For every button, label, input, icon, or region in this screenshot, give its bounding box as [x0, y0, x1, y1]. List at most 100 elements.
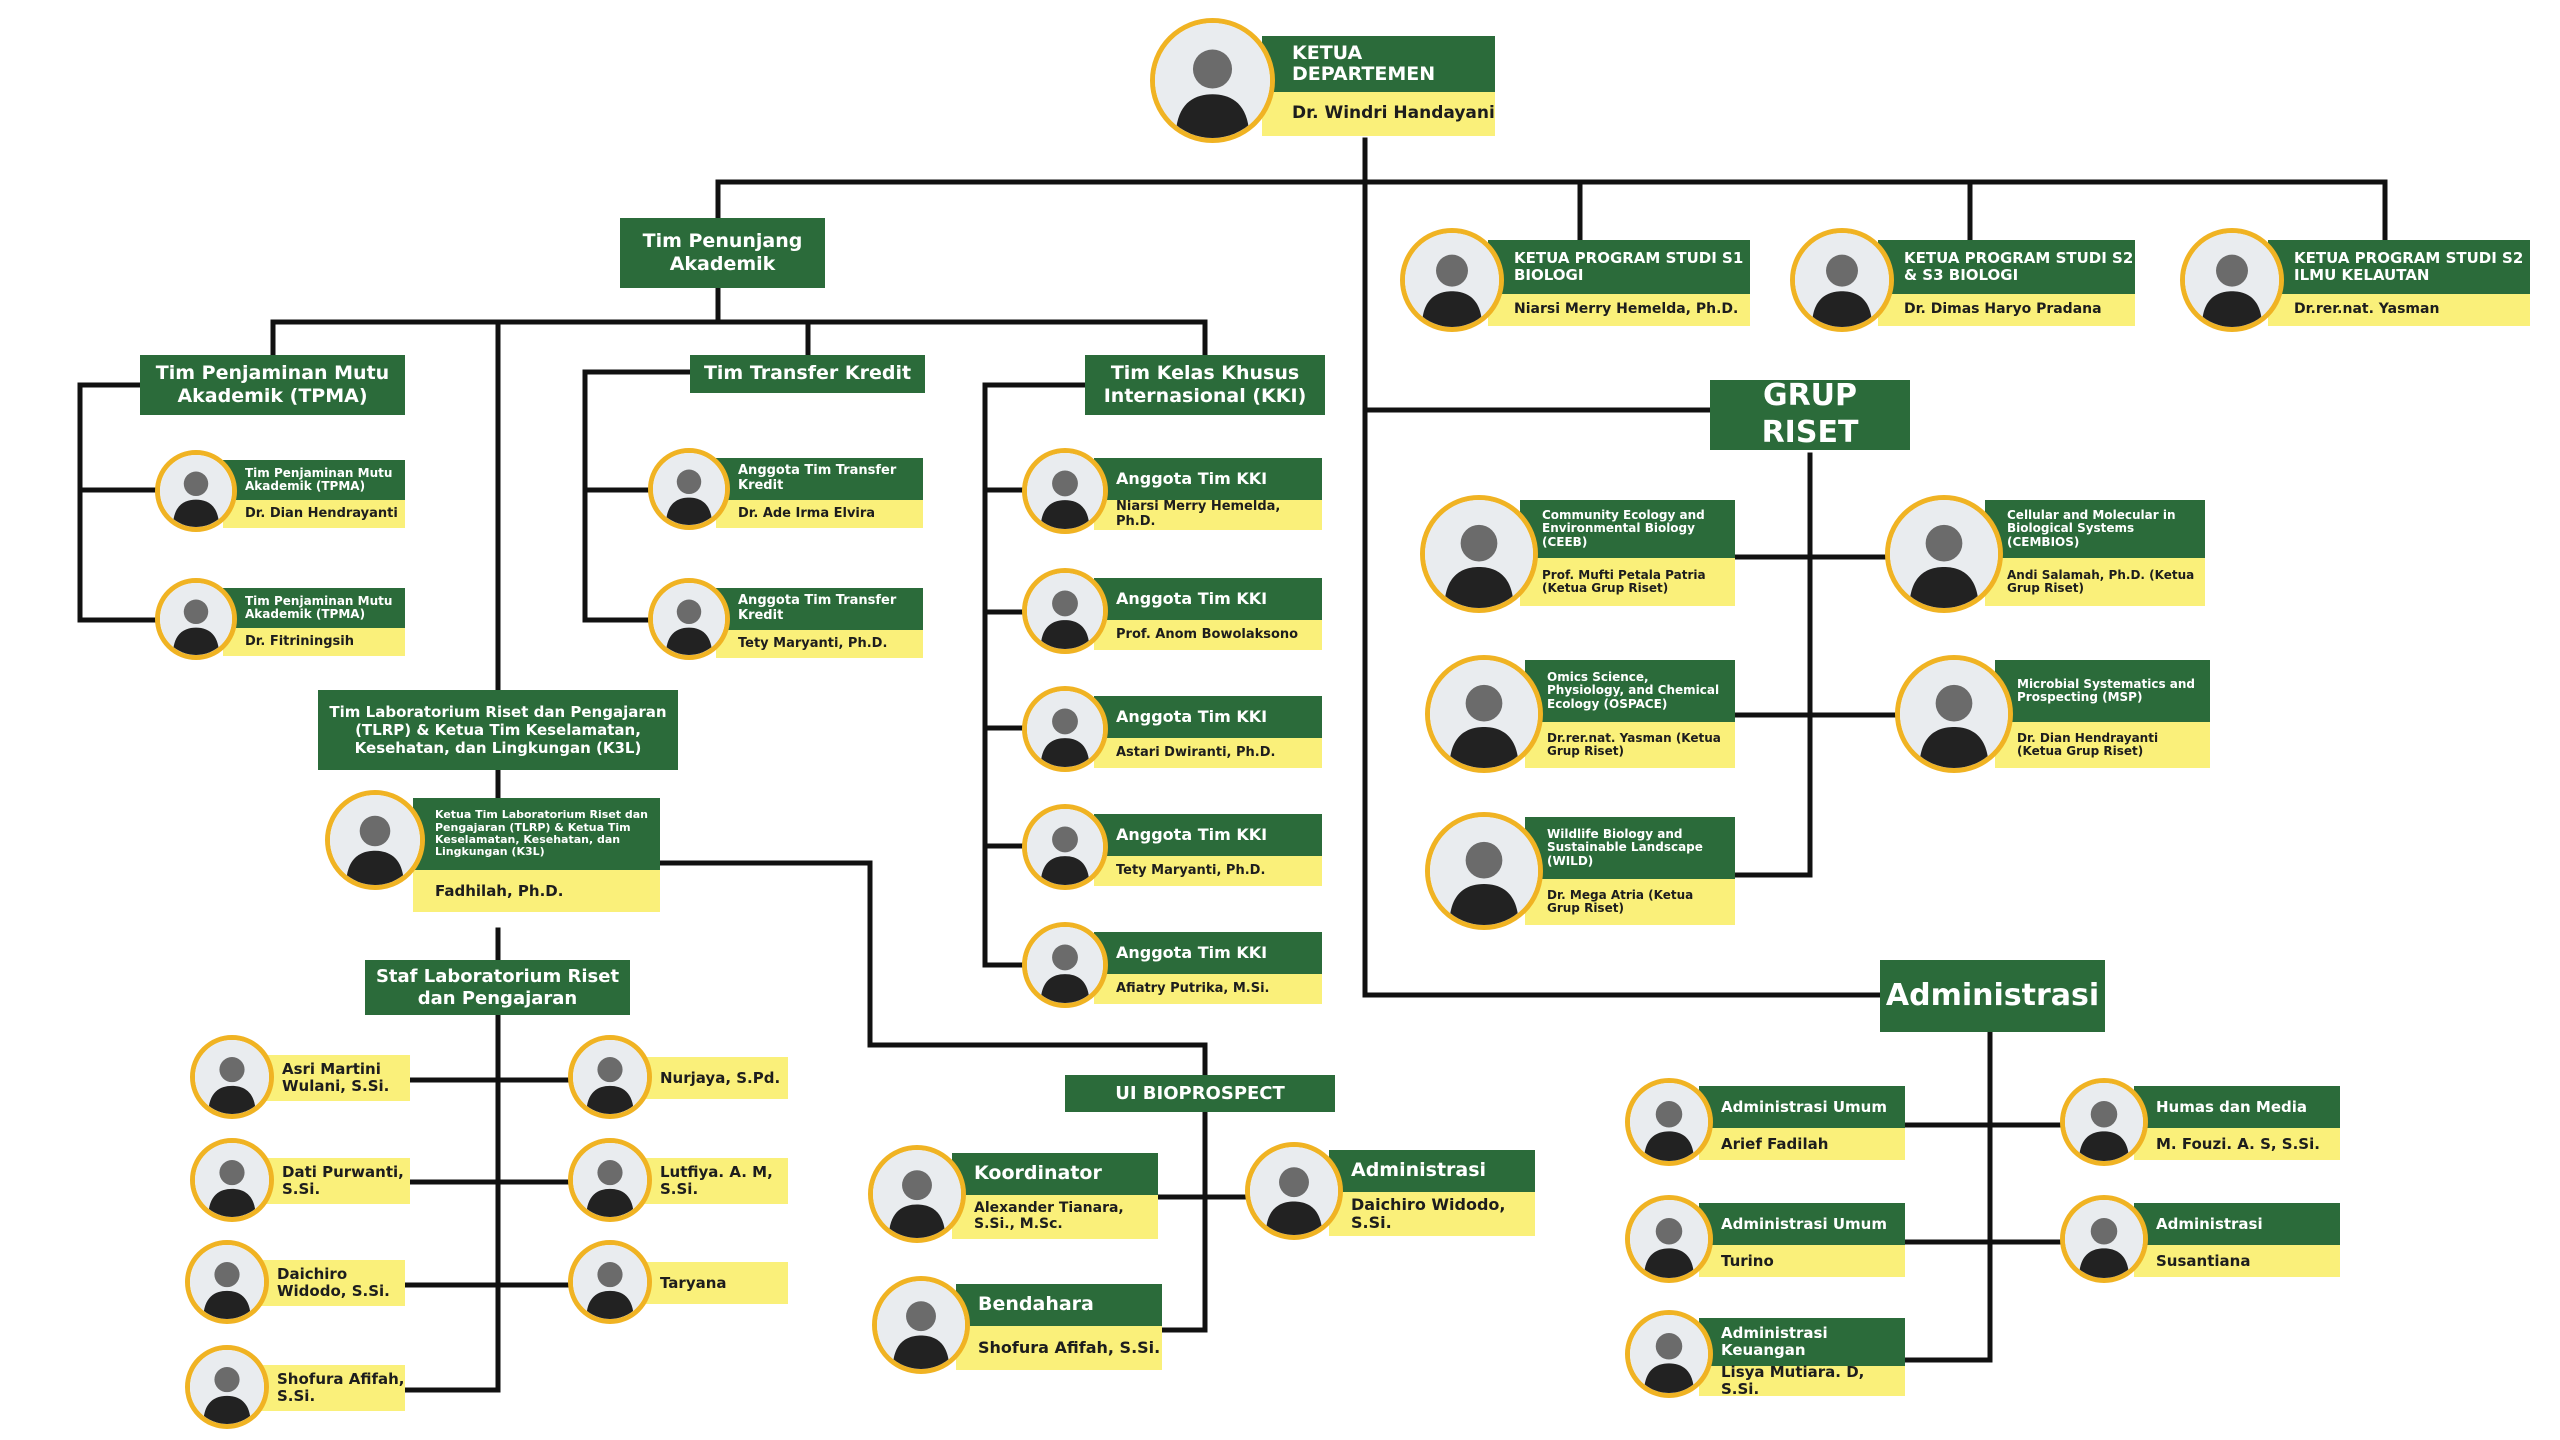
card-name: Shofura Afifah, S.Si. [255, 1365, 405, 1411]
admin-member-4: Administrasi Susantiana [2060, 1195, 2340, 1285]
bioprospect-member-2: Administrasi Daichiro Widodo, S.Si. [1245, 1142, 1535, 1242]
kki-member-2: Anggota Tim KKI Prof. Anom Bowolaksono [1022, 568, 1322, 656]
research-group-5: Wildlife Biology and Sustainable Landsca… [1425, 812, 1735, 932]
card-role: Administrasi [1329, 1150, 1535, 1192]
card-name: Susantiana [2134, 1245, 2340, 1277]
research-group-1: Community Ecology and Environmental Biol… [1420, 495, 1735, 615]
card-name: Dr. Dian Hendrayanti (Ketua Grup Riset) [1995, 722, 2210, 768]
person-icon [1027, 573, 1103, 649]
card-role: Anggota Tim KKI [1094, 932, 1322, 974]
transfer-title: Tim Transfer Kredit [690, 355, 925, 393]
card-name: Turino [1699, 1245, 1905, 1277]
avatar [2060, 1078, 2148, 1166]
person-icon [573, 1143, 647, 1217]
card-name: Dr. Mega Atria (Ketua Grup Riset) [1525, 879, 1735, 925]
person-icon [1027, 691, 1103, 767]
research-group-4: Microbial Systematics and Prospecting (M… [1895, 655, 2210, 775]
staff-member-6: Taryana [568, 1240, 798, 1325]
person-icon [573, 1040, 647, 1114]
person-icon [1630, 1315, 1708, 1393]
card-role: Administrasi Umum [1699, 1086, 1905, 1128]
card-name: Daichiro Widodo, S.Si. [1329, 1192, 1535, 1236]
tlrp-leader: Ketua Tim Laboratorium Riset dan Pengaja… [325, 790, 660, 925]
avatar [155, 450, 237, 532]
card-role: Wildlife Biology and Sustainable Landsca… [1525, 817, 1735, 879]
card-name: Shofura Afifah, S.Si. [956, 1326, 1162, 1370]
admin-title: Administrasi [1880, 960, 2105, 1032]
person-icon [653, 453, 725, 525]
card-name: Fadhilah, Ph.D. [413, 870, 660, 912]
tpma-member-2: Tim Penjaminan Mutu Akademik (TPMA) Dr. … [155, 578, 405, 663]
bioprospect-member-3: Bendahara Shofura Afifah, S.Si. [872, 1276, 1162, 1376]
card-role: Anggota Tim KKI [1094, 696, 1322, 738]
card-name: M. Fouzi. A. S, S.Si. [2134, 1128, 2340, 1160]
program-card-1: KETUA PROGRAM STUDI S1 BIOLOGI Niarsi Me… [1400, 228, 1750, 333]
staff-member-5: Daichiro Widodo, S.Si. [185, 1240, 415, 1325]
person-icon [160, 455, 232, 527]
avatar [190, 1035, 274, 1119]
avatar [1790, 228, 1894, 332]
person-icon [195, 1040, 269, 1114]
avatar [1022, 448, 1108, 534]
card-role: Anggota Tim KKI [1094, 458, 1322, 500]
avatar [568, 1035, 652, 1119]
avatar [190, 1138, 274, 1222]
card-name: Prof. Anom Bowolaksono [1094, 620, 1322, 650]
card-role: Tim Penjaminan Mutu Akademik (TPMA) [223, 588, 405, 628]
person-icon [330, 795, 420, 885]
avatar [1425, 655, 1543, 773]
person-icon [1900, 660, 2008, 768]
avatar [1625, 1195, 1713, 1283]
card-name: Prof. Mufti Petala Patria (Ketua Grup Ri… [1520, 558, 1735, 606]
person-icon [1795, 233, 1889, 327]
card-role: Anggota Tim KKI [1094, 814, 1322, 856]
research-title: GRUP RISET [1710, 378, 1910, 450]
card-name: Niarsi Merry Hemelda, Ph.D. [1488, 294, 1750, 326]
person-icon [1155, 23, 1270, 138]
head-card: KETUA DEPARTEMEN Dr. Windri Handayani [1150, 18, 1495, 143]
card-role: Ketua Tim Laboratorium Riset dan Pengaja… [413, 798, 660, 870]
card-name: Dati Purwanti, S.Si. [260, 1158, 410, 1204]
support-title: Tim Penunjang Akademik [620, 218, 825, 288]
card-name: Lisya Mutiara. D, S.Si. [1699, 1364, 1905, 1397]
person-icon [877, 1281, 965, 1369]
admin-member-5: Administrasi Keuangan Lisya Mutiara. D, … [1625, 1310, 1905, 1402]
avatar [325, 790, 425, 890]
avatar [1420, 495, 1538, 613]
card-name: Alexander Tianara, S.Si., M.Sc. [952, 1195, 1158, 1239]
card-role: Microbial Systematics and Prospecting (M… [1995, 660, 2210, 722]
person-icon [1425, 500, 1533, 608]
card-name: Dr. Dimas Haryo Pradana [1878, 294, 2135, 326]
person-icon [573, 1245, 647, 1319]
staff-title: Staf Laboratorium Riset dan Pengajaran [365, 960, 630, 1015]
avatar [1022, 568, 1108, 654]
avatar [1400, 228, 1504, 332]
person-icon [190, 1350, 264, 1424]
kki-title: Tim Kelas Khusus Internasional (KKI) [1085, 355, 1325, 415]
staff-member-7: Shofura Afifah, S.Si. [185, 1345, 415, 1430]
kki-member-4: Anggota Tim KKI Tety Maryanti, Ph.D. [1022, 804, 1322, 892]
avatar [1245, 1142, 1343, 1240]
kki-member-5: Anggota Tim KKI Afiatry Putrika, M.Si. [1022, 922, 1322, 1010]
staff-member-4: Lutfiya. A. M, S.Si. [568, 1138, 798, 1223]
avatar [2180, 228, 2284, 332]
card-role: Cellular and Molecular in Biological Sys… [1985, 500, 2205, 558]
card-role: Administrasi [2134, 1203, 2340, 1245]
person-icon [1405, 233, 1499, 327]
card-name: Dr. Windri Handayani [1262, 92, 1495, 136]
avatar [185, 1240, 269, 1324]
card-role: Omics Science, Physiology, and Chemical … [1525, 660, 1735, 722]
person-icon [1630, 1083, 1708, 1161]
person-icon [1630, 1200, 1708, 1278]
program-card-2: KETUA PROGRAM STUDI S2 & S3 BIOLOGI Dr. … [1790, 228, 2135, 333]
kki-member-1: Anggota Tim KKI Niarsi Merry Hemelda, Ph… [1022, 448, 1322, 536]
avatar [185, 1345, 269, 1429]
avatar [1022, 922, 1108, 1008]
avatar [1022, 804, 1108, 890]
avatar [1150, 18, 1275, 143]
card-name: Taryana [638, 1262, 788, 1304]
transfer-member-2: Anggota Tim Transfer Kredit Tety Maryant… [648, 578, 923, 663]
card-role: KETUA PROGRAM STUDI S2 & S3 BIOLOGI [1878, 240, 2135, 294]
avatar [868, 1145, 966, 1243]
